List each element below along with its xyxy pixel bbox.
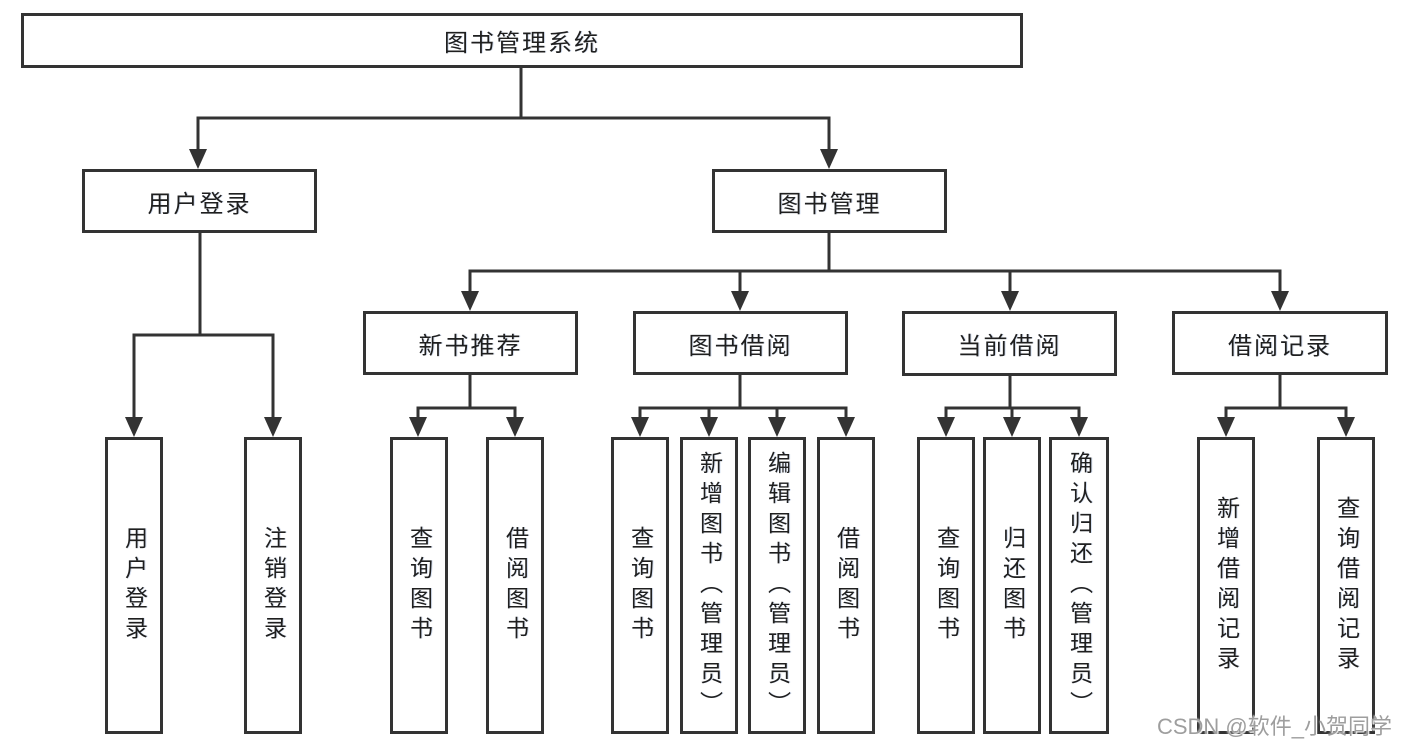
leaf-return-books: 归还图书	[983, 437, 1041, 734]
node-label: 确认归还（管理员）	[1066, 450, 1093, 721]
node-book-management: 图书管理	[712, 169, 947, 233]
node-label: 编辑图书（管理员）	[764, 450, 791, 721]
leaf-query-books-2: 查询图书	[611, 437, 669, 734]
node-label: 图书管理系统	[444, 30, 600, 57]
node-label: 用户登录	[147, 190, 252, 218]
leaf-logout: 注销登录	[244, 437, 302, 734]
leaf-borrow-books-2: 借阅图书	[817, 437, 875, 734]
node-label: 归还图书	[999, 525, 1026, 646]
leaf-add-borrow-record: 新增借阅记录	[1197, 437, 1255, 734]
leaf-edit-books-admin: 编辑图书（管理员）	[748, 437, 806, 734]
node-label: 查询图书	[627, 525, 654, 646]
leaf-query-borrow-record: 查询借阅记录	[1317, 437, 1375, 734]
node-label: 查询图书	[406, 525, 433, 646]
node-label: 当前借阅	[957, 333, 1062, 360]
node-label: 注销登录	[260, 525, 287, 646]
node-label: 图书借阅	[688, 332, 793, 360]
leaf-user-login: 用户登录	[105, 437, 163, 734]
node-label: 借阅图书	[502, 525, 529, 646]
leaf-add-books-admin: 新增图书（管理员）	[680, 437, 738, 734]
leaf-confirm-return-admin: 确认归还（管理员）	[1049, 437, 1109, 734]
leaf-query-books-3: 查询图书	[917, 437, 975, 734]
node-label: 图书管理	[777, 190, 882, 218]
node-label: 新增图书（管理员）	[696, 450, 723, 721]
node-label: 用户登录	[121, 525, 148, 646]
csdn-watermark: CSDN @软件_小贺同学	[1156, 714, 1392, 739]
node-book-borrowing: 图书借阅	[633, 311, 848, 375]
node-label: 新增借阅记录	[1213, 495, 1240, 676]
node-label: 新书推荐	[418, 332, 523, 360]
node-label: 借阅记录	[1228, 332, 1332, 360]
node-borrowing-records: 借阅记录	[1172, 311, 1388, 375]
node-label: 查询图书	[933, 525, 960, 646]
node-current-borrowing: 当前借阅	[902, 311, 1117, 376]
leaf-borrow-books-1: 借阅图书	[486, 437, 544, 734]
leaf-query-books-1: 查询图书	[390, 437, 448, 734]
node-label: 查询借阅记录	[1333, 495, 1360, 676]
node-user-login: 用户登录	[82, 169, 317, 233]
node-new-book-recommend: 新书推荐	[363, 311, 578, 375]
node-library-management-system: 图书管理系统	[21, 13, 1023, 68]
node-label: 借阅图书	[833, 525, 860, 646]
arrowheads	[125, 149, 1355, 437]
